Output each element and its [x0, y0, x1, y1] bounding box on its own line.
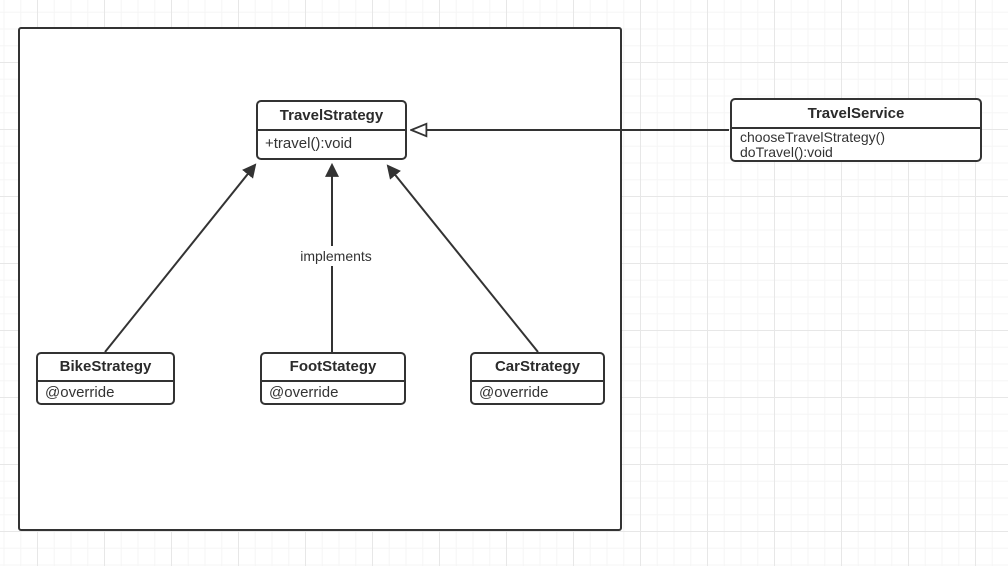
class-body: @override [262, 382, 404, 403]
method-label: doTravel():void [740, 144, 833, 160]
implements-edge-label: implements [297, 246, 375, 266]
class-title: TravelStrategy [258, 102, 405, 131]
method-label: chooseTravelStrategy() [740, 129, 885, 145]
method-label: @override [269, 384, 339, 401]
class-travel-service[interactable]: TravelService chooseTravelStrategy() doT… [730, 98, 982, 162]
class-body: @override [38, 382, 173, 403]
class-body: +travel():void [258, 131, 405, 157]
class-body: chooseTravelStrategy() doTravel():void [732, 129, 980, 160]
class-foot-stategy[interactable]: FootStategy @override [260, 352, 406, 405]
class-title: CarStrategy [472, 354, 603, 382]
method-label: @override [45, 384, 115, 401]
class-bike-strategy[interactable]: BikeStrategy @override [36, 352, 175, 405]
class-body: @override [472, 382, 603, 403]
class-title: TravelService [732, 100, 980, 129]
method-label: @override [479, 384, 549, 401]
method-label: +travel():void [265, 135, 353, 152]
class-title: FootStategy [262, 354, 404, 382]
class-travel-strategy[interactable]: TravelStrategy +travel():void [256, 100, 407, 160]
class-car-strategy[interactable]: CarStrategy @override [470, 352, 605, 405]
class-title: BikeStrategy [38, 354, 173, 382]
